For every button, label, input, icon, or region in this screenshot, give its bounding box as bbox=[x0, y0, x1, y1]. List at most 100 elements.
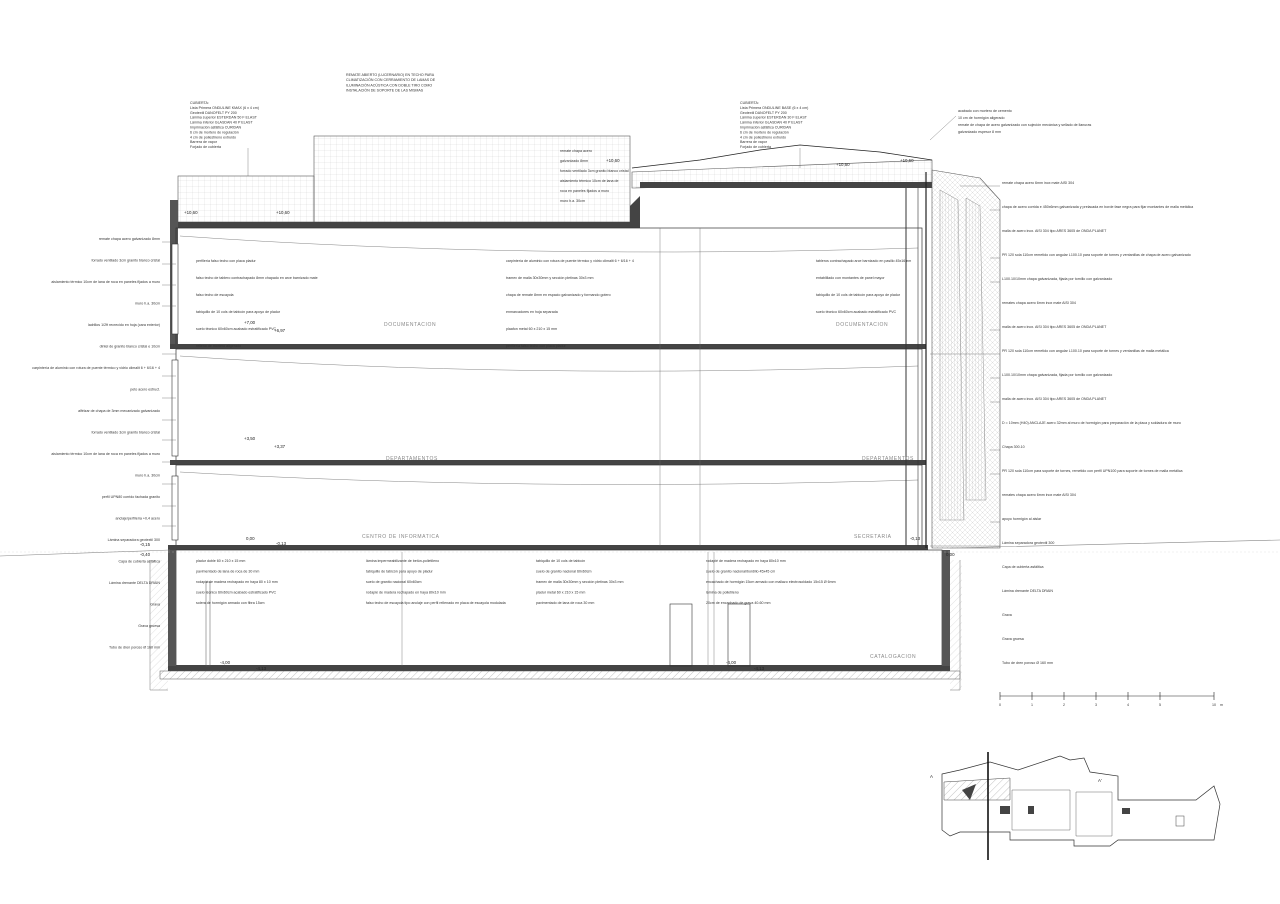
annotation-note: Lista Primera ONDULINE KMAX (6 x 4 cm) bbox=[190, 106, 259, 110]
annotation-note: Tubo de dren poroso Ø 160 mm bbox=[109, 646, 160, 650]
annotation-note: muro h.a. 30cm bbox=[560, 199, 585, 203]
annotation-note: acabado con mortero de cemento bbox=[958, 109, 1012, 113]
annotation-note: malla de acero inox. AISI 304 tipo ARES … bbox=[1002, 397, 1107, 401]
annotation-note: tramex de malla 30x30mm y sección pletin… bbox=[536, 580, 623, 584]
level-gf-right: -0,13 bbox=[910, 536, 921, 541]
annotation-note: alféizar de chapa de 3mm mecanizado galv… bbox=[78, 409, 160, 413]
room-catalogacion: CATALOGACION bbox=[870, 654, 916, 660]
annotation-note: falso techo de escayola tipo anclaje con… bbox=[366, 601, 506, 605]
leader-lines bbox=[162, 115, 1000, 547]
annotation-note: Geotextil DANOFELT PY 200 bbox=[740, 111, 787, 115]
annotation-note: Barrera de vapor bbox=[740, 140, 768, 144]
annotation-note: chapa de remate 8mm en espacio galvaniza… bbox=[506, 293, 611, 297]
level-b-b: -4,13 bbox=[256, 666, 267, 671]
annotation-note: 10 cm de hormigón aligerado bbox=[958, 116, 1005, 120]
annotation-note: tabiquillo de 10 cols de tabicón para ap… bbox=[196, 310, 281, 314]
annotation-note: PR 120 sola 110cm para soporte de tornes… bbox=[1002, 469, 1183, 473]
annotation-note: Barrera de vapor bbox=[190, 140, 218, 144]
annotation-note: Lámina inferior GLASDAN 40 P ELAST bbox=[190, 121, 253, 125]
annotation-note: forrado ventilado 3cm granito blanco cri… bbox=[560, 169, 629, 173]
annotation-note: 6 cm de mortero de regulación bbox=[190, 130, 239, 134]
level-f2b: +6,97 bbox=[274, 328, 286, 333]
annotation-note: Geotextil DANOFELT PY 200 bbox=[190, 111, 237, 115]
callouts-lucernario: REMATE ABIERTO (LUCERNARIO) EN TECHO PAR… bbox=[346, 73, 436, 93]
annotation-note: CLIMATIZACIÓN CON CERRAMIENTO DE LAMAS D… bbox=[346, 77, 436, 82]
annotation-note: suelo técnico 60x60cm acabado estratific… bbox=[816, 310, 897, 314]
level-f2a: +7,00 bbox=[244, 320, 256, 325]
annotation-note: remate chapa acero 6mm inox mate AISI 30… bbox=[1002, 181, 1074, 185]
annotation-note: suelo de granito nacional 60x60cm bbox=[366, 580, 422, 584]
annotation-note: Forjado de cubierta bbox=[740, 145, 771, 149]
annotation-note: CUBIERTA: bbox=[740, 101, 759, 105]
annotation-note: forrado ventilado 3cm granito blanco cri… bbox=[91, 431, 160, 435]
annotation-note: perfilería falso techo con placa pladur bbox=[506, 344, 567, 348]
annotation-note: Lámina superior ESTERDAN 50 F ELAST bbox=[190, 116, 258, 120]
room-secretaria: SECRETARIA bbox=[854, 534, 892, 540]
annotation-note: forrado ventilado 3cm granito blanco cri… bbox=[91, 259, 160, 263]
annotation-note: anclaje/perfilería +0,4 acero bbox=[116, 517, 160, 521]
annotation-note: carpintería de aluminio con rotura de pu… bbox=[32, 366, 160, 370]
annotation-note: remates chapa acero 6mm inox mate AISI 3… bbox=[1002, 301, 1076, 305]
annotation-note: 4 cm de poliestireno extruido bbox=[740, 135, 786, 139]
level-roof-left: +10,60 bbox=[184, 210, 198, 215]
annotation-note: PR 120 sola 110cm remetido con angular L… bbox=[1002, 253, 1191, 257]
callouts-right: remate chapa acero 6mm inox mate AISI 30… bbox=[1002, 181, 1193, 665]
annotation-note: lámina impermeabilizante de betún-poliet… bbox=[366, 559, 439, 563]
annotation-note: Lámina separadora geotextil 300 bbox=[108, 538, 160, 542]
annotation-note: Grava bbox=[1002, 613, 1012, 617]
annotation-note: carpintería de aluminio con rotura de pu… bbox=[506, 259, 634, 263]
annotation-note: ladrillos 1/2ft recrecido en hoja (cara … bbox=[88, 323, 160, 327]
annotation-note: suelo de granito nacional 60x60cm bbox=[536, 570, 592, 574]
level-roof-right2: +10,60 bbox=[900, 158, 914, 163]
level-b-c: -4,00 bbox=[726, 660, 737, 665]
building-section bbox=[0, 135, 1280, 691]
annotation-note: CUBIERTA: bbox=[190, 101, 209, 105]
annotation-note: L100.10/10mm chapa galvanizada, fijada p… bbox=[1002, 277, 1112, 281]
annotation-note: suelo de granito nacional/bordillo 45x45… bbox=[706, 570, 775, 574]
room-documentacion-right: DOCUMENTACION bbox=[836, 322, 888, 328]
annotation-note: chapa de acero corrida e 450x6mm galvani… bbox=[1002, 205, 1193, 209]
annotation-note: muro h.a. 30cm bbox=[135, 302, 160, 306]
annotation-note: aislamiento térmico 10cm de lana de bbox=[560, 179, 619, 183]
callouts-cubierta-right: CUBIERTA:Lista Primera ONDULINE BASE (6 … bbox=[740, 101, 808, 149]
annotation-note: malla de acero inox. AISI 304 tipo ARES … bbox=[1002, 229, 1107, 233]
annotation-note: pladur doble 60 x 210 x 15 mm bbox=[196, 559, 245, 563]
annotation-note: solera de hormigón armado con fibra 15cm bbox=[196, 601, 265, 605]
level-b-a: -4,00 bbox=[220, 660, 231, 665]
annotation-note: Grava bbox=[150, 603, 160, 607]
scale-tick-label: 0 bbox=[999, 703, 1001, 707]
callouts-interior: perfilería falso techo con placa pladurf… bbox=[196, 259, 911, 348]
room-departamentos: DEPARTAMENTOS bbox=[386, 456, 438, 462]
annotation-note: aislamiento térmico 10cm de lana de roca… bbox=[51, 452, 160, 456]
annotation-note: Lámina inferior GLASDAN 40 P ELAST bbox=[740, 121, 803, 125]
annotation-note: suelo técnico 60x60cm acabado estratific… bbox=[196, 591, 277, 595]
annotation-note: pavimentado de lana de roca 30 mm bbox=[536, 601, 594, 605]
key-plan-label-b: A' bbox=[1098, 778, 1102, 783]
annotation-note: REMATE ABIERTO (LUCERNARIO) EN TECHO PAR… bbox=[346, 73, 435, 77]
annotation-note: Tubo de dren poroso Ø 160 mm bbox=[1002, 661, 1053, 665]
scale-tick-label: 10 bbox=[1212, 703, 1216, 707]
annotation-note: tabiquillo de 10 cols de tabicón bbox=[536, 559, 585, 563]
annotation-note: Lámina separadora geotextil 300 bbox=[1002, 541, 1054, 545]
key-plan: A A' bbox=[930, 741, 1235, 860]
level-roof-left2: +10,60 bbox=[276, 210, 290, 215]
level-gf-b: -0,40 bbox=[140, 552, 151, 557]
annotation-note: Imprimación asfáltica CURIDAN bbox=[190, 126, 242, 130]
scale-unit: m bbox=[1220, 703, 1223, 707]
annotation-note: enmarcadores en hoja separada bbox=[506, 310, 558, 314]
scale-tick-label: 2 bbox=[1063, 703, 1065, 707]
callouts-roof-right-top: acabado con mortero de cemento 10 cm de h… bbox=[958, 109, 1091, 134]
annotation-note: galvanizado espesor 8 mm bbox=[958, 130, 1001, 134]
annotation-note: INSTALACIÓN DE SOPORTE DE LAS MISMAS bbox=[346, 88, 424, 93]
level-markers: +10,60 +10,60 +10,60 +10,60 +10,60 +7,00… bbox=[140, 158, 955, 671]
annotation-note: perfil UPN80 corrido fachada granito bbox=[102, 495, 160, 499]
level-gf-c: 0,00 bbox=[246, 536, 255, 541]
annotation-note: suelo técnico 60x60cm acabado estratific… bbox=[196, 327, 277, 331]
annotation-note: pladur metal 60 x 210 x 15 mm bbox=[536, 591, 585, 595]
annotation-note: remate chapa acero galvanizado 8mm bbox=[99, 237, 160, 241]
annotation-note: Lámina drenante DELTA DRAIN bbox=[1002, 589, 1053, 593]
annotation-note: aislamiento térmico 10cm de lana de roca… bbox=[51, 280, 160, 284]
